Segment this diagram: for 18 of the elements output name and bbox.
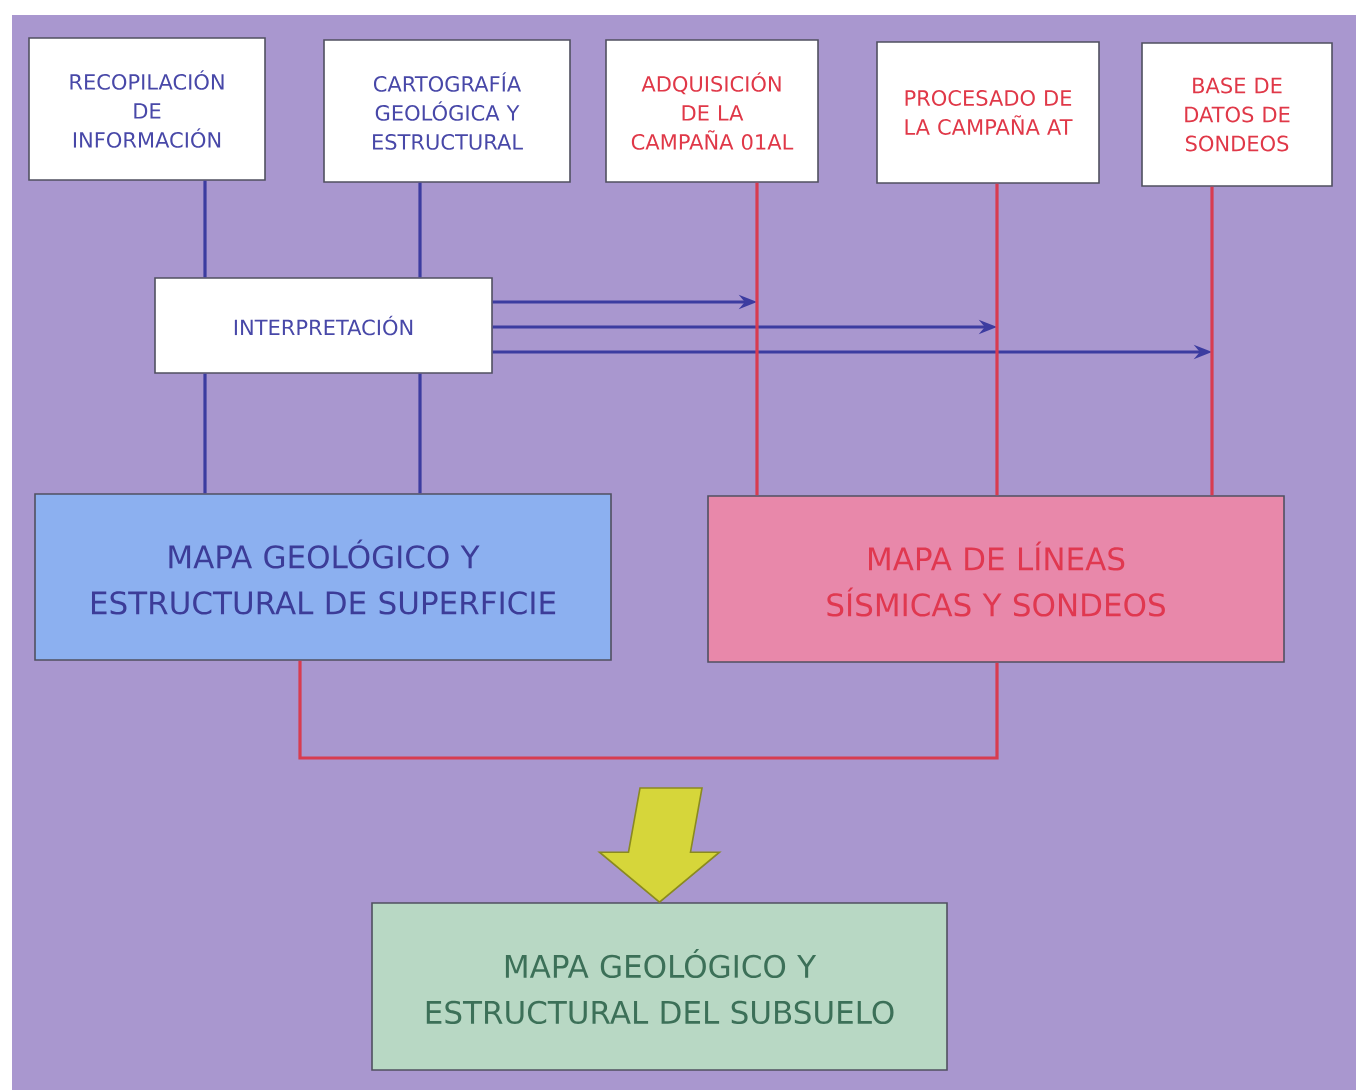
result-box: MAPA GEOLÓGICO Y ESTRUCTURAL DE SUPERFICIE (34, 493, 612, 661)
connector-line (203, 180, 207, 278)
process-box: ADQUISICIÓN DE LA CAMPAÑA 01AL (605, 39, 819, 183)
process-box: PROCESADO DE LA CAMPAÑA AT (876, 41, 1100, 184)
connector-line (995, 183, 999, 496)
process-box: INTERPRETACIÓN (154, 277, 493, 374)
process-box: BASE DE DATOS DE SONDEOS (1141, 42, 1333, 187)
block-arrow (597, 787, 722, 904)
result-box: MAPA GEOLÓGICO Y ESTRUCTURAL DEL SUBSUELO (371, 902, 948, 1071)
connector-line (755, 182, 759, 496)
connector-line (1210, 186, 1214, 496)
connector-line (418, 182, 422, 278)
result-box: MAPA DE LÍNEAS SÍSMICAS Y SONDEOS (707, 495, 1285, 663)
process-box: RECOPILACIÓN DE INFORMACIÓN (28, 37, 266, 181)
connector-line (418, 373, 422, 494)
connector-line (298, 660, 999, 760)
connector-line (203, 373, 207, 494)
process-box: CARTOGRAFÍA GEOLÓGICA Y ESTRUCTURAL (323, 39, 571, 183)
